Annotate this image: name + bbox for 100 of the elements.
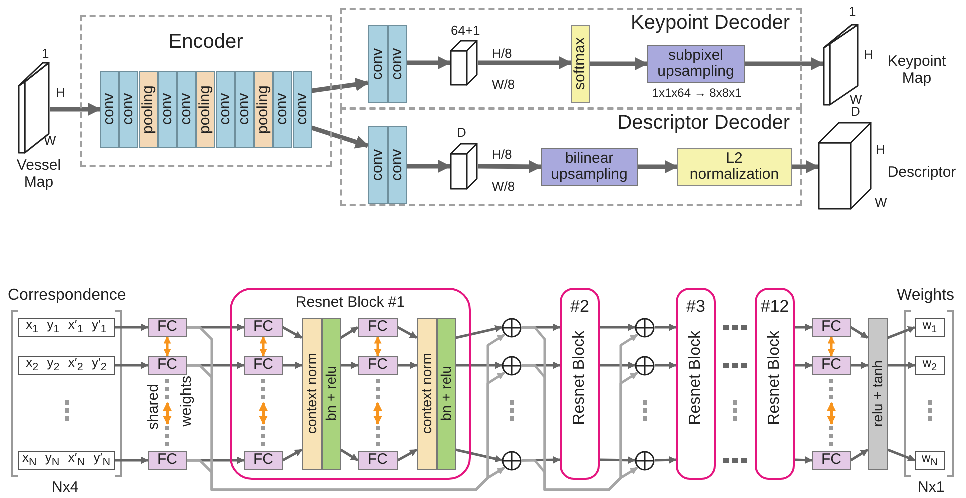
- fc-layer: FC: [244, 451, 283, 470]
- arrow: [311, 126, 370, 149]
- pooling-layer: pooling: [254, 71, 274, 148]
- block-number: #3: [686, 298, 706, 317]
- conv-layer: conv: [158, 71, 178, 148]
- encoder-group: [80, 15, 332, 167]
- bn-relu-layer: bn + relu: [322, 318, 341, 470]
- dimension-label: H/8: [492, 47, 512, 62]
- arrow: [283, 362, 303, 370]
- conv-layer: conv: [216, 71, 235, 148]
- arrow: [478, 56, 572, 70]
- fc-layer: FC: [148, 356, 187, 375]
- arrow: [115, 324, 149, 332]
- double-arrow: [828, 336, 836, 357]
- group-title: Encoder: [168, 31, 244, 53]
- shape-label: Nx1: [918, 480, 945, 496]
- tensor-cube-drawing: [450, 40, 478, 86]
- arrow: [282, 448, 303, 462]
- sum-node: [502, 318, 522, 338]
- shape-label: Nx4: [52, 480, 79, 496]
- pooling-layer: pooling: [196, 71, 216, 148]
- arrow: [407, 56, 452, 70]
- arrow: [795, 324, 813, 332]
- conv-layer: conv: [234, 71, 254, 148]
- correspondence-row: x$_{N}$ y$_{N}$ x′$_{N}$ y′$_{N}$: [18, 451, 115, 470]
- arrow: [407, 160, 452, 174]
- group-title: Keypoint Decoder: [631, 12, 790, 34]
- dimension-label: W/8: [492, 180, 516, 194]
- dimension-label: H: [56, 86, 66, 100]
- arrow: [456, 448, 503, 463]
- double-arrow: [164, 336, 172, 357]
- tensor-cube-drawing: [450, 143, 478, 190]
- fc-layer: FC: [812, 451, 851, 470]
- annotation-text: weights: [179, 376, 196, 427]
- node-label: Descriptor: [886, 165, 958, 182]
- conv-layer: conv: [119, 71, 139, 148]
- fc-layer: FC: [244, 318, 283, 337]
- arrow: [590, 57, 648, 71]
- weight-cell: w$_{1}$: [915, 318, 945, 337]
- arrow: [312, 78, 370, 94]
- node-label: Vessel Map: [16, 158, 62, 191]
- arrow: [655, 362, 677, 370]
- arrow: [341, 362, 359, 370]
- context-norm-layer: context norm: [417, 318, 437, 470]
- fc-layer: FC: [358, 318, 398, 337]
- sum-node: [502, 356, 522, 376]
- arrow: [340, 326, 359, 340]
- arrow: [745, 57, 824, 71]
- sum-node: [635, 356, 655, 376]
- tensor-cube-drawing: [818, 122, 872, 210]
- fc-layer: FC: [358, 451, 398, 470]
- arrow: [655, 324, 677, 332]
- dimension-label: W: [850, 93, 862, 107]
- arrow: [398, 362, 418, 370]
- decoder-group: [340, 108, 802, 206]
- conv-layer: conv: [388, 126, 407, 204]
- arrow: [340, 448, 359, 462]
- upsampling-block: bilinear upsampling: [541, 148, 638, 186]
- annotation-text: shared: [146, 384, 162, 430]
- conv-layer: conv: [100, 71, 120, 148]
- fc-layer: FC: [358, 356, 398, 375]
- resnet-block: [560, 288, 600, 480]
- upsampling-block: subpixel upsampling: [647, 45, 745, 83]
- dimension-label: D: [457, 126, 466, 140]
- dimension-label: W: [875, 196, 888, 210]
- arrow: [50, 102, 102, 116]
- weight-cell: w$_{N}$: [915, 451, 945, 470]
- conv-layer: conv: [368, 126, 388, 204]
- conv-layer: conv: [177, 71, 196, 148]
- dimension-label: D: [851, 105, 860, 120]
- fc-layer: FC: [812, 356, 851, 375]
- shape-note: 1x1x64 → 8x8x1: [651, 87, 743, 100]
- arrow: [397, 448, 418, 462]
- arrow: [478, 160, 542, 174]
- resnet-block: [755, 288, 795, 480]
- dimension-label: 64+1: [451, 24, 480, 38]
- fc-layer: FC: [148, 318, 187, 337]
- arrow: [654, 456, 677, 464]
- sum-node: [635, 450, 655, 470]
- sum-node: [635, 318, 655, 338]
- block-number: #12: [760, 298, 790, 317]
- block-label: Resnet Block: [571, 330, 589, 425]
- correspondence-row: x$_{2}$ y$_{2}$ x′$_{2}$ y′$_{2}$: [18, 356, 115, 375]
- arrow: [888, 326, 916, 340]
- arrow: [282, 326, 303, 340]
- weight-cell: w$_{2}$: [915, 356, 945, 375]
- arrow: [888, 448, 916, 462]
- conv-layer: conv: [388, 25, 407, 103]
- dimension-label: H/8: [492, 148, 512, 162]
- dimension-label: H: [864, 48, 874, 62]
- arrow: [600, 362, 636, 370]
- skip-connection-arrow: [522, 459, 638, 492]
- sum-node: [502, 450, 522, 470]
- block-label: Resnet Block: [766, 330, 784, 425]
- conv-layer: conv: [273, 71, 293, 148]
- fc-layer: FC: [148, 451, 187, 470]
- arrow: [850, 448, 869, 462]
- fc-layer: FC: [812, 318, 851, 337]
- dimension-label: 1: [42, 47, 50, 62]
- arrow: [522, 456, 561, 464]
